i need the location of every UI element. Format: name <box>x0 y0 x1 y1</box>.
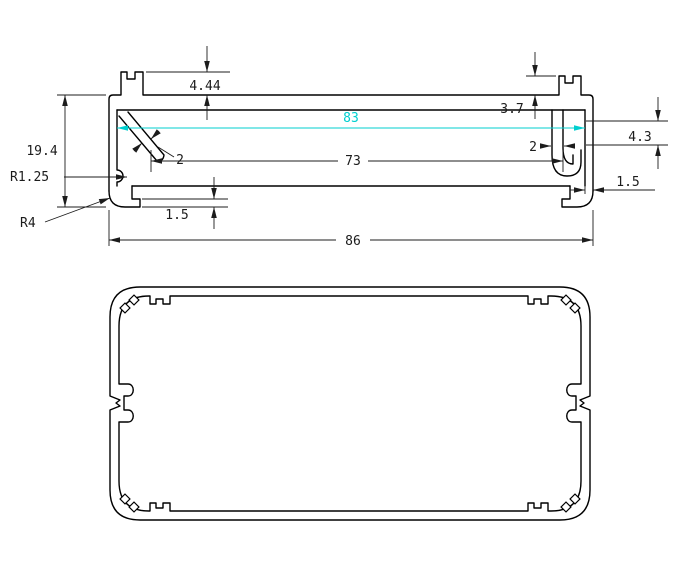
section-outer-contour <box>108 71 594 192</box>
dim-label-bottom-lip: 1.5 <box>165 208 188 223</box>
dim-label-channel-depth: 4.3 <box>628 130 651 145</box>
dim-label-overall-height: 19.4 <box>26 144 57 159</box>
dim-label-side-wall: 1.5 <box>616 175 639 190</box>
dim-label-groove-depth: 4.44 <box>189 79 220 94</box>
dim-label-tab-height: 3.7 <box>500 102 523 117</box>
dimension-lines <box>44 46 668 246</box>
profile-corner-castellations <box>119 294 581 513</box>
dimension-labels: 4.44 83 3.7 4.3 19.4 R1.25 2 73 2 R4 1.5… <box>10 79 652 249</box>
profile-outer-boundary <box>109 286 591 521</box>
dim-ext-overall-height <box>57 94 106 208</box>
dim-arrow-left-rib-b <box>150 129 161 140</box>
section-right-screw-channel <box>551 109 582 177</box>
dim-ext-bottom-lip <box>142 198 228 208</box>
dim-label-outer-radius: R4 <box>20 216 36 231</box>
dim-arrow-left-rib-a <box>132 142 143 153</box>
dim-label-inner-span: 73 <box>345 154 361 169</box>
dim-leader-left-rib <box>157 146 175 158</box>
dim-leader-outer-radius <box>44 197 111 223</box>
dim-label-inner-width: 83 <box>343 111 359 126</box>
dim-label-left-rib: 2 <box>176 153 184 168</box>
dim-label-right-rib: 2 <box>529 140 537 155</box>
dim-label-overall-width: 86 <box>345 234 361 249</box>
profile-inner-boundary <box>118 295 582 512</box>
section-left-rib <box>118 111 165 162</box>
dim-ext-channel <box>586 120 668 146</box>
dim-label-inner-radius: R1.25 <box>10 170 49 185</box>
section-view <box>108 71 594 208</box>
section-right-foot <box>561 185 594 208</box>
section-left-foot <box>108 185 141 208</box>
section-left-inner-wall <box>116 109 124 187</box>
profile-view <box>109 286 591 521</box>
